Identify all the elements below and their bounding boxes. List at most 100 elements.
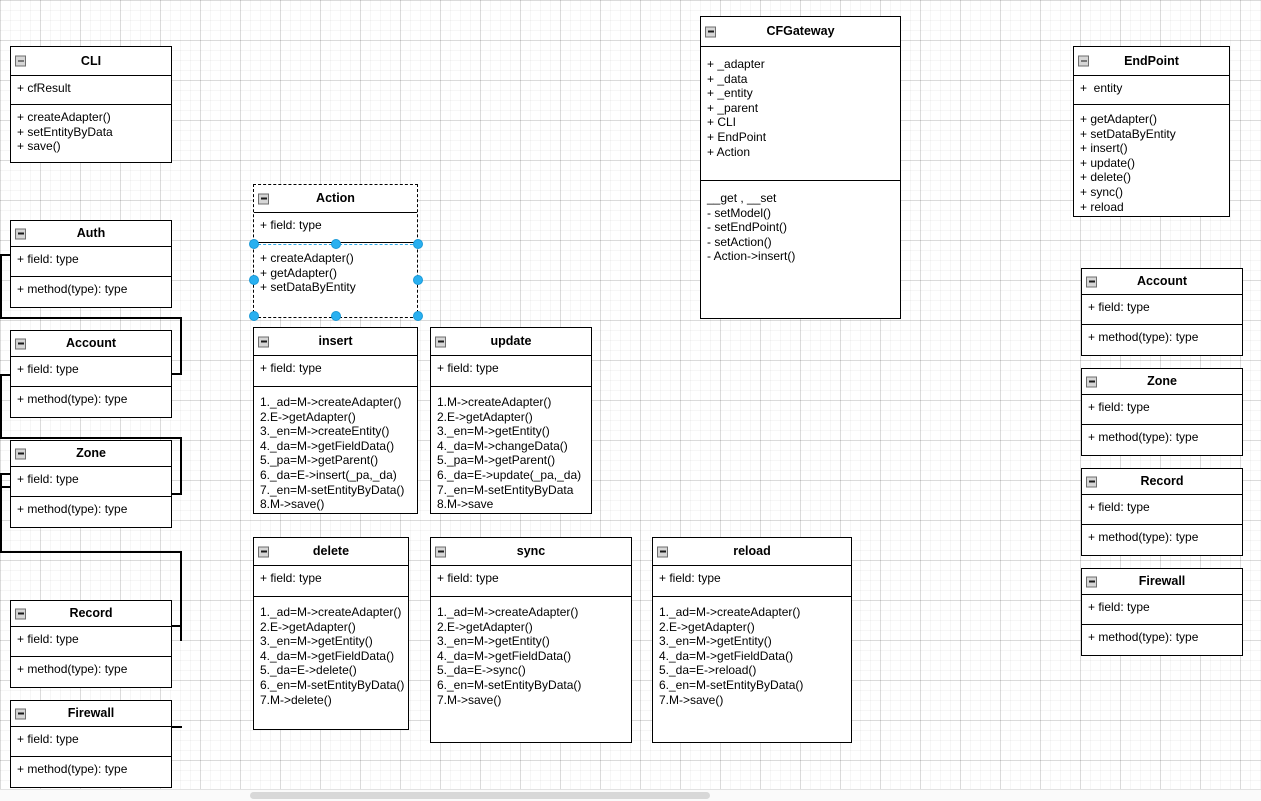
class-title-sync: sync	[431, 538, 631, 566]
connector-zone-into-record[interactable]	[170, 625, 182, 627]
resize-handle-se[interactable]	[413, 311, 423, 321]
class-title-text: Firewall	[1138, 574, 1186, 589]
class-attributes-firewall-right: + field: type	[1082, 595, 1242, 625]
connector-auth-into-account[interactable]	[170, 373, 182, 375]
class-title-reload: reload	[653, 538, 851, 566]
class-methods-reload: 1._ad=M->createAdapter() 2.E->getAdapter…	[659, 605, 804, 707]
collapse-icon[interactable]	[15, 708, 26, 719]
class-attributes-endpoint: + entity	[1074, 76, 1229, 105]
class-title-endpoint: EndPoint	[1074, 47, 1229, 76]
connector-zone-bus-bottom[interactable]	[0, 551, 182, 554]
class-methods-endpoint: + getAdapter() + setDataByEntity + inser…	[1080, 112, 1176, 214]
resize-handle-ne[interactable]	[413, 239, 423, 249]
collapse-icon[interactable]	[258, 336, 269, 347]
class-attributes-update: + field: type	[431, 356, 591, 387]
class-methods-auth: + method(type): type	[17, 282, 128, 296]
class-title-record-right: Record	[1082, 469, 1242, 495]
collapse-icon[interactable]	[705, 26, 716, 37]
class-box-delete[interactable]: delete + field: type 1._ad=M->createAdap…	[253, 537, 409, 730]
connector-auth-right-down[interactable]	[180, 317, 182, 374]
class-methods-zone-left: + method(type): type	[17, 502, 128, 516]
class-box-firewall-right[interactable]: Firewall + field: type + method(type): t…	[1081, 568, 1243, 656]
collapse-icon[interactable]	[435, 546, 446, 557]
connector-zone-left2[interactable]	[0, 473, 14, 475]
connector-account-bottom[interactable]	[0, 437, 182, 439]
class-methods-action[interactable]: + createAdapter() + getAdapter() + setDa…	[260, 251, 356, 295]
class-box-insert[interactable]: insert + field: type 1._ad=M->createAdap…	[253, 327, 418, 514]
class-box-firewall-left[interactable]: Firewall + field: type + method(type): t…	[10, 700, 172, 788]
class-title-text: sync	[516, 544, 546, 559]
collapse-icon[interactable]	[435, 336, 446, 347]
class-methods-firewall-left: + method(type): type	[17, 762, 128, 776]
collapse-icon[interactable]	[258, 546, 269, 557]
resize-handle-s[interactable]	[331, 311, 341, 321]
class-box-endpoint[interactable]: EndPoint + entity + getAdapter() + setDa…	[1073, 46, 1230, 217]
class-title-text: CLI	[80, 53, 102, 68]
class-attributes-record-left: + field: type	[11, 627, 171, 657]
class-box-account-left[interactable]: Account + field: type + method(type): ty…	[10, 330, 172, 418]
collapse-icon[interactable]	[15, 608, 26, 619]
class-title-text: insert	[318, 334, 353, 349]
connector-zone-into-firewall[interactable]	[170, 726, 182, 728]
class-methods-record-left: + method(type): type	[17, 662, 128, 676]
connector-account-vertical[interactable]	[0, 374, 2, 438]
class-attributes-auth: + field: type	[11, 247, 171, 277]
class-box-zone-right[interactable]: Zone + field: type + method(type): type	[1081, 368, 1243, 456]
class-box-cfgateway[interactable]: CFGateway + _adapter + _data + _entity +…	[700, 16, 901, 319]
collapse-icon[interactable]	[15, 448, 26, 459]
collapse-icon[interactable]	[1086, 276, 1097, 287]
horizontal-scrollbar-track[interactable]	[0, 789, 1261, 801]
connector-account-left[interactable]	[0, 374, 14, 376]
resize-handle-e[interactable]	[413, 275, 423, 285]
class-methods-account-left: + method(type): type	[17, 392, 128, 406]
class-box-zone-left[interactable]: Zone + field: type + method(type): type	[10, 440, 172, 528]
collapse-icon[interactable]	[15, 55, 26, 67]
collapse-icon[interactable]	[1078, 55, 1089, 67]
class-attributes-zone-left: + field: type	[11, 467, 171, 497]
class-title-text: EndPoint	[1124, 53, 1179, 68]
horizontal-scrollbar-thumb[interactable]	[250, 792, 710, 799]
class-box-update[interactable]: update + field: type 1.M->createAdapter(…	[430, 327, 592, 514]
collapse-icon[interactable]	[15, 228, 26, 239]
connector-auth-vertical[interactable]	[0, 254, 2, 318]
class-methods-account-right: + method(type): type	[1088, 330, 1199, 344]
connector-zone-left[interactable]	[0, 486, 14, 488]
collapse-icon[interactable]	[258, 193, 269, 204]
collapse-icon[interactable]	[1086, 576, 1097, 587]
class-title-firewall-right: Firewall	[1082, 569, 1242, 595]
class-title-text: update	[490, 334, 532, 349]
class-methods-firewall-right: + method(type): type	[1088, 630, 1199, 644]
connector-auth-account[interactable]	[0, 254, 14, 256]
class-box-record-right[interactable]: Record + field: type + method(type): typ…	[1081, 468, 1243, 556]
class-title-text: Zone	[1147, 374, 1177, 389]
collapse-icon[interactable]	[1086, 476, 1097, 487]
connector-zone-vertical[interactable]	[0, 473, 2, 553]
class-title-auth: Auth	[11, 221, 171, 247]
class-box-auth[interactable]: Auth + field: type + method(type): type	[10, 220, 172, 308]
class-box-sync[interactable]: sync + field: type 1._ad=M->createAdapte…	[430, 537, 632, 743]
resize-handle-w[interactable]	[249, 275, 259, 285]
class-title-text: Action	[316, 191, 355, 206]
resize-handle-n[interactable]	[331, 239, 341, 249]
resize-handle-sw[interactable]	[249, 311, 259, 321]
class-box-action[interactable]: Action + field: type + createAdapter() +…	[253, 184, 418, 318]
class-title-delete: delete	[254, 538, 408, 566]
class-box-reload[interactable]: reload + field: type 1._ad=M->createAdap…	[652, 537, 852, 743]
connector-account-right-down[interactable]	[180, 437, 182, 494]
collapse-icon[interactable]	[657, 546, 668, 557]
class-box-account-right[interactable]: Account + field: type + method(type): ty…	[1081, 268, 1243, 356]
connector-auth-bottom[interactable]	[0, 317, 182, 319]
collapse-icon[interactable]	[15, 338, 26, 349]
collapse-icon[interactable]	[1086, 376, 1097, 387]
class-title-text: Record	[69, 606, 113, 621]
class-title-text: delete	[312, 544, 350, 559]
class-title-zone-right: Zone	[1082, 369, 1242, 395]
class-box-cli[interactable]: CLI + cfResult + createAdapter() + setEn…	[10, 46, 172, 163]
class-box-record-left[interactable]: Record + field: type + method(type): typ…	[10, 600, 172, 688]
resize-handle-nw[interactable]	[249, 239, 259, 249]
connector-account-into-zone[interactable]	[170, 493, 182, 495]
class-title-text: reload	[733, 544, 771, 559]
class-attributes-firewall-left: + field: type	[11, 727, 171, 757]
connector-zone-right-down[interactable]	[180, 551, 182, 641]
